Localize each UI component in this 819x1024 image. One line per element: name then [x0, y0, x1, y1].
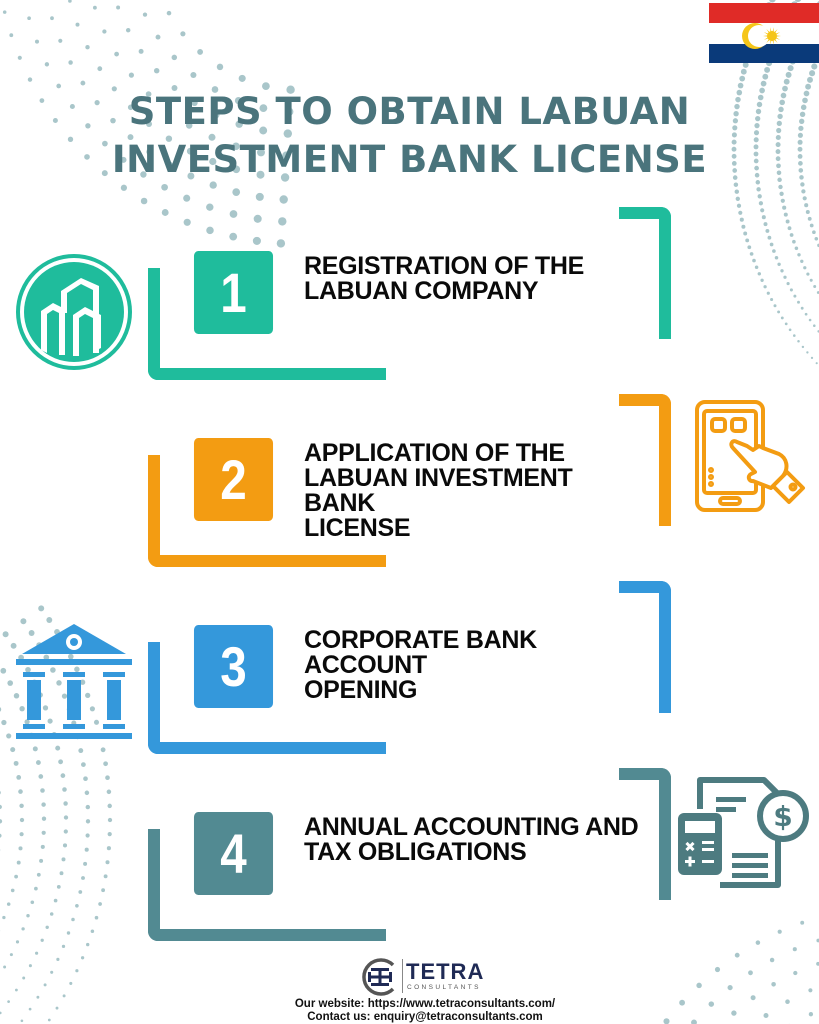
step-3-bracket-right — [619, 581, 671, 713]
contact-text[interactable]: Contact us: enquiry@tetraconsultants.com — [307, 1011, 543, 1023]
invoice-calculator-icon: $ — [678, 777, 809, 888]
brand-subtitle: CONSULTANTS — [407, 984, 481, 991]
step-4-number: 4 — [193, 812, 274, 895]
page-title: STEPS TO OBTAIN LABUAN INVESTMENT BANK L… — [0, 88, 819, 184]
step-2-line-1: APPLICATION OF THE — [304, 439, 565, 467]
brand-name: TETRA — [406, 959, 485, 984]
step-4-bracket-right — [619, 768, 671, 900]
logo-divider — [402, 959, 403, 993]
step-4-bracket-left — [148, 829, 386, 941]
bank-building-icon — [16, 624, 132, 739]
step-3-bracket-left — [148, 642, 386, 754]
step-1-bracket-left — [148, 268, 386, 380]
svg-text:$: $ — [773, 800, 792, 833]
buildings-icon — [16, 254, 132, 370]
step-2-text: APPLICATION OF THE LABUAN INVESTMENT BAN… — [304, 441, 644, 541]
step-3-line-2: OPENING — [304, 676, 418, 704]
step-4-line-2: TAX OBLIGATIONS — [304, 838, 527, 866]
step-2-line-3: LICENSE — [304, 514, 411, 542]
step-2-bracket-right — [619, 394, 671, 526]
tetra-logo-icon — [362, 958, 395, 996]
website-text[interactable]: Our website: https://www.tetraconsultant… — [294, 998, 556, 1010]
tetra-consultants-logo: TETRA CONSULTANTS — [360, 957, 485, 997]
step-3-line-1: CORPORATE BANK ACCOUNT — [304, 626, 537, 679]
step-2-line-2: LABUAN INVESTMENT BANK — [304, 464, 573, 517]
step-1-bracket-right — [619, 207, 671, 339]
step-1-line-1: REGISTRATION OF THE — [304, 252, 584, 280]
step-4-text: ANNUAL ACCOUNTING AND TAX OBLIGATIONS — [304, 815, 644, 865]
smartphone-tap-icon — [695, 400, 805, 512]
labuan-flag-icon — [709, 3, 819, 63]
step-1-text: REGISTRATION OF THE LABUAN COMPANY — [304, 254, 644, 304]
step-3-number: 3 — [193, 625, 274, 708]
title-line-2: INVESTMENT BANK LICENSE — [111, 138, 708, 181]
step-2-bracket-left — [148, 455, 386, 567]
title-line-1: STEPS TO OBTAIN LABUAN — [128, 90, 691, 133]
step-1-line-2: LABUAN COMPANY — [304, 277, 539, 305]
step-3-text: CORPORATE BANK ACCOUNT OPENING — [304, 628, 644, 703]
step-1-number: 1 — [193, 251, 274, 334]
step-2-number: 2 — [193, 438, 274, 521]
step-4-line-1: ANNUAL ACCOUNTING AND — [304, 813, 639, 841]
